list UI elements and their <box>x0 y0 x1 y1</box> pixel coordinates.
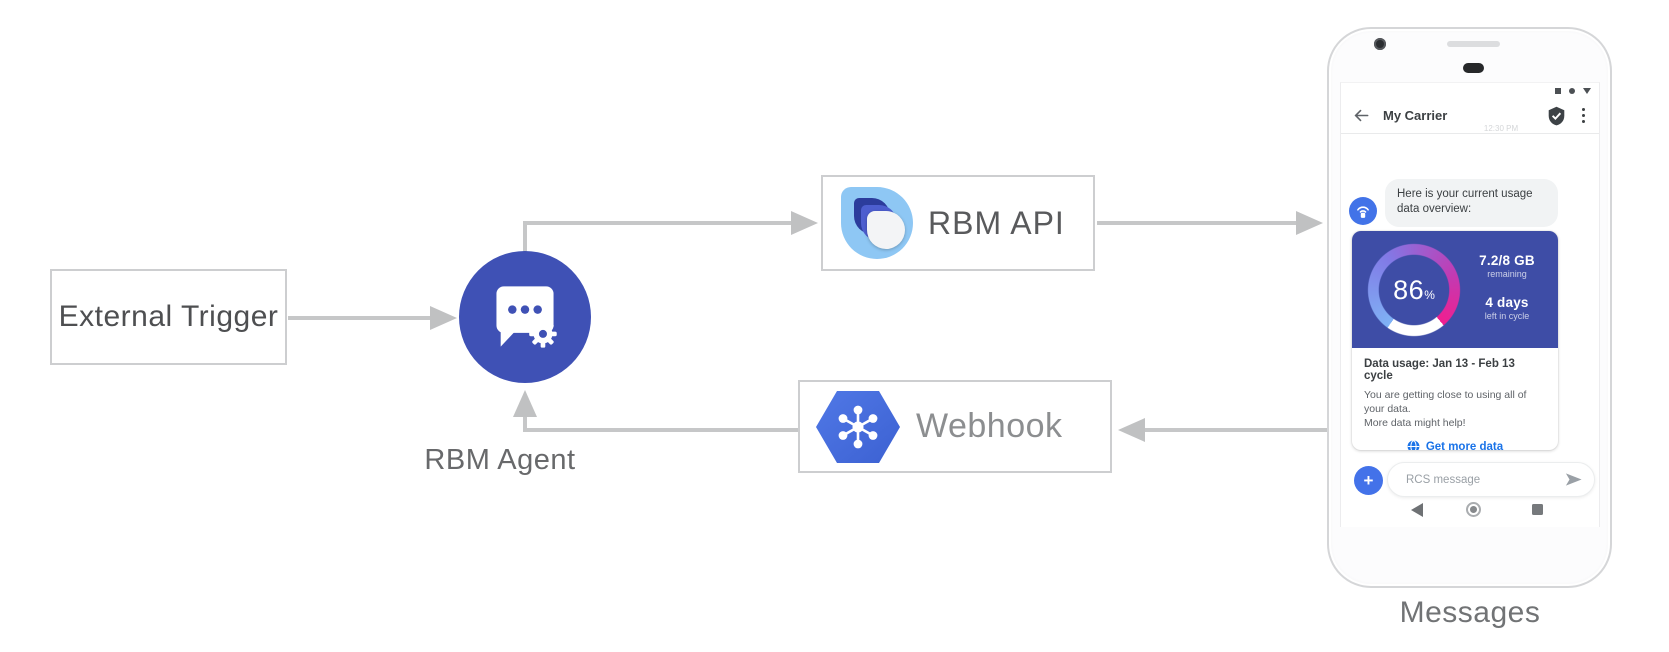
usage-stats: 7.2/8 GB remaining 4 days left in cycle <box>1462 253 1552 321</box>
arrow-webhook-to-agent <box>523 416 798 432</box>
rbm-api-node: RBM API <box>821 175 1095 271</box>
nav-back-icon[interactable] <box>1411 503 1423 517</box>
bubble-line-1: Here is your current usage <box>1397 188 1533 200</box>
verified-shield-icon <box>1548 106 1564 125</box>
usage-details: Data usage: Jan 13 - Feb 13 cycle You ar… <box>1352 348 1558 450</box>
get-more-data-label: Get more data <box>1425 440 1504 451</box>
rbm-api-logo-icon <box>841 187 913 259</box>
usage-rich-card: 86 % 7.2/8 GB remaining 4 days left in c… <box>1352 231 1558 450</box>
usage-percent: 86 % <box>1393 274 1435 305</box>
rcs-message-input[interactable] <box>1404 472 1563 487</box>
rbm-agent-label: RBM Agent <box>424 444 576 476</box>
earpiece-slot <box>1463 63 1484 73</box>
carrier-avatar <box>1349 197 1377 225</box>
attach-plus-button[interactable]: + <box>1354 466 1383 495</box>
send-icon[interactable] <box>1563 470 1584 489</box>
rbm-api-label: RBM API <box>928 204 1065 241</box>
status-bar <box>1555 87 1591 95</box>
usage-gauge-ring <box>1367 243 1461 337</box>
days-left-label: left in cycle <box>1484 311 1530 321</box>
status-square-icon <box>1555 88 1561 94</box>
nav-home-icon[interactable] <box>1466 502 1481 517</box>
phone-screen: My Carrier 12:30 PM <box>1340 82 1600 527</box>
arrow-agent-to-api <box>523 221 792 253</box>
external-trigger-label: External Trigger <box>58 300 279 333</box>
chat-bubble: Here is your current usage data overview… <box>1385 179 1558 227</box>
data-remaining-value: 7.2/8 GB <box>1479 253 1535 268</box>
webhook-label: Webhook <box>916 407 1063 445</box>
usage-body-line-2: More data might help! <box>1364 417 1466 429</box>
status-triangle-icon <box>1583 88 1591 94</box>
android-nav-bar <box>1341 496 1599 527</box>
chat-timestamp: 12:30 PM <box>1483 124 1519 133</box>
speaker-slot <box>1447 41 1500 47</box>
conversation-title: My Carrier <box>1383 108 1448 123</box>
get-more-data-button[interactable]: Get more data <box>1364 440 1546 450</box>
webhook-node: Webhook <box>798 380 1112 473</box>
gear-icon <box>529 320 557 348</box>
external-trigger-node: External Trigger <box>50 269 287 365</box>
usage-body-line-1: You are getting close to using all of yo… <box>1364 389 1527 415</box>
app-bar: My Carrier <box>1341 98 1599 134</box>
back-arrow-icon[interactable] <box>1353 107 1370 124</box>
status-dot-icon <box>1569 88 1575 94</box>
globe-icon <box>1407 440 1420 450</box>
camera-icon <box>1374 38 1386 50</box>
message-input-pill <box>1387 462 1595 497</box>
messages-caption: Messages <box>1399 596 1541 629</box>
bubble-line-2: data overview: <box>1397 203 1472 215</box>
nav-recents-icon[interactable] <box>1532 504 1543 515</box>
days-left-value: 4 days <box>1485 295 1529 310</box>
rbm-agent-node <box>459 251 591 383</box>
chat-gear-icon <box>496 286 557 348</box>
usage-heading: Data usage: Jan 13 - Feb 13 cycle <box>1364 358 1515 382</box>
data-remaining-label: remaining <box>1487 269 1527 279</box>
cloud-hexagon-icon <box>816 390 900 463</box>
plus-icon: + <box>1363 471 1374 490</box>
usage-gauge-panel: 86 % 7.2/8 GB remaining 4 days left in c… <box>1352 231 1558 348</box>
antenna-icon <box>1357 206 1369 218</box>
overflow-menu-icon[interactable] <box>1580 106 1588 126</box>
phone-mockup: My Carrier 12:30 PM <box>1327 27 1612 588</box>
